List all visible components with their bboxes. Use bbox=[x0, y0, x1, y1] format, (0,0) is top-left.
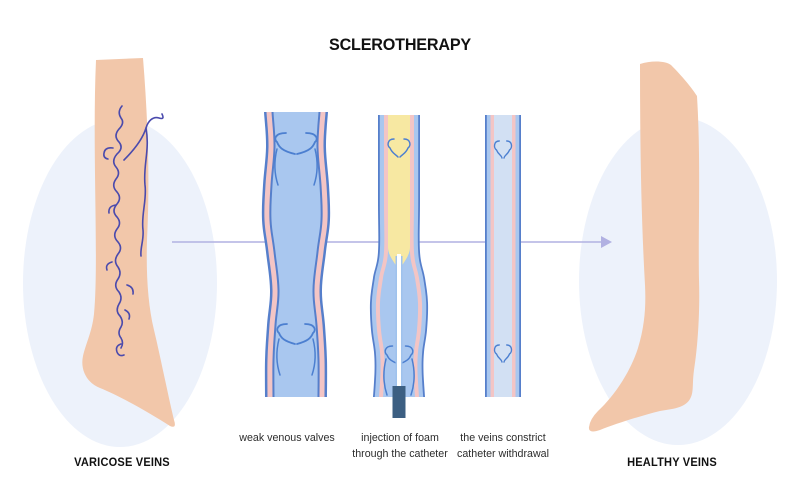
step-label-line: catheter withdrawal bbox=[457, 447, 549, 460]
sclerosant-foam bbox=[388, 115, 410, 271]
varicose-vein-twig bbox=[115, 343, 125, 357]
arrow-head bbox=[601, 236, 612, 248]
vein-layer bbox=[494, 115, 512, 397]
step-label-weak-valves: weak venous valves bbox=[200, 431, 375, 447]
varicose-vein-twig bbox=[124, 309, 131, 320]
vein-valve-leaflet bbox=[276, 323, 296, 345]
vein-valve-leaflet bbox=[296, 323, 316, 345]
vein-valve-leaflet bbox=[387, 138, 399, 158]
varicose-vein-branch bbox=[123, 113, 164, 161]
vein-valve-leaflet bbox=[296, 132, 318, 155]
vein-valve-leaflet bbox=[399, 138, 411, 158]
varicose-veins-squiggles bbox=[103, 105, 164, 357]
vein-wall-line bbox=[274, 148, 279, 186]
varicose-vein-twig bbox=[108, 204, 117, 214]
vein-foam-injection bbox=[369, 115, 429, 418]
vein-valve-leaflet bbox=[503, 344, 513, 363]
vein-wall-line bbox=[311, 338, 316, 376]
vein-valve-leaflet bbox=[399, 345, 414, 365]
step-label-foam-injection: injection of foam through the catheter bbox=[313, 431, 488, 462]
step-label-line: weak venous valves bbox=[239, 432, 335, 444]
varicose-vein-twig bbox=[126, 284, 134, 295]
varicose-vein-twig bbox=[103, 147, 114, 160]
vein-constricted bbox=[485, 115, 521, 397]
varicose-veins-label: VARICOSE VEINS bbox=[74, 457, 170, 469]
vein-valve-leaflet bbox=[493, 344, 503, 363]
vein-valve-leaflet bbox=[503, 140, 513, 159]
varicose-vein-branch bbox=[140, 127, 149, 257]
step-label-line: injection of foam bbox=[361, 432, 439, 444]
vein-layer bbox=[271, 112, 321, 397]
vein-wall-line bbox=[383, 358, 388, 396]
vein-valve-leaflet bbox=[274, 132, 296, 155]
step-label-line: the veins constrict bbox=[460, 432, 546, 444]
vein-valve-leaflet bbox=[493, 140, 503, 159]
vein-valve-leaflet bbox=[384, 345, 399, 365]
vein-wall-line bbox=[276, 338, 281, 376]
step-label-vein-constrict: the veins constrict catheter withdrawal bbox=[416, 431, 591, 462]
catheter-handle bbox=[392, 386, 406, 418]
varicose-vein-trunk bbox=[112, 105, 124, 349]
step-label-line: through the catheter bbox=[352, 447, 448, 460]
healthy-leg-shape bbox=[588, 61, 700, 432]
vein-wall-line bbox=[410, 358, 415, 396]
varicose-vein-twig bbox=[105, 261, 113, 271]
healthy-veins-label: HEALTHY VEINS bbox=[627, 457, 717, 469]
vein-cross-sections bbox=[261, 112, 521, 418]
vein-weak-valves bbox=[261, 112, 331, 397]
page-title: SCLEROTHERAPY bbox=[328, 35, 471, 54]
vein-wall-line bbox=[313, 148, 318, 186]
